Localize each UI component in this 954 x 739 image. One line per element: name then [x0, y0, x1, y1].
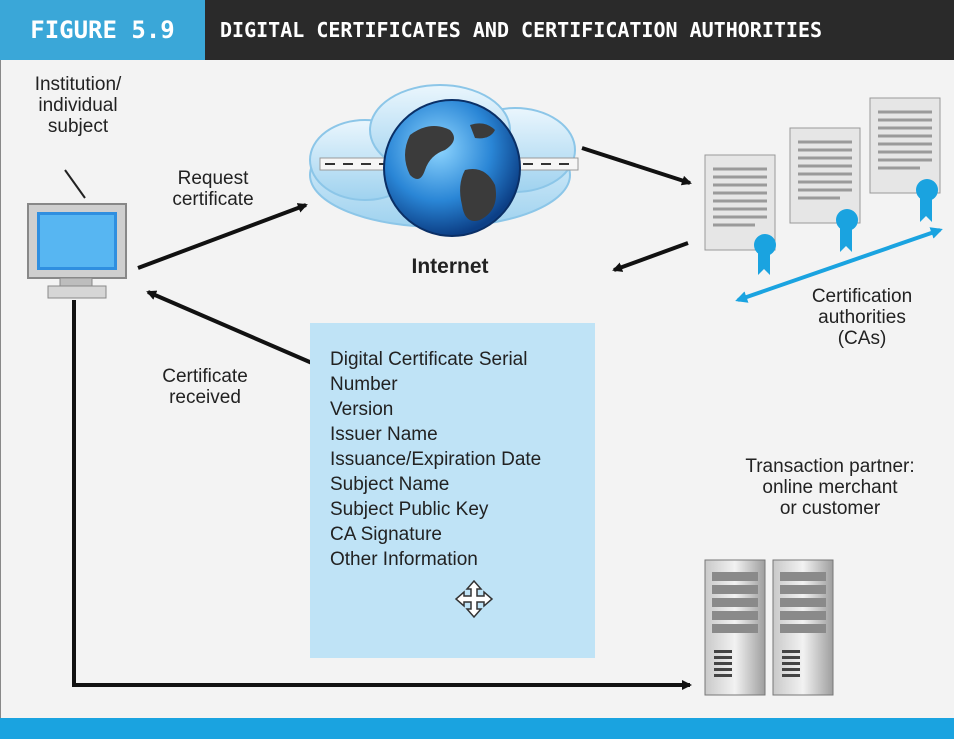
- certificate-field: Version: [330, 399, 394, 420]
- certificate-received-arrow: [146, 290, 313, 365]
- cas-label-line: Certification: [811, 286, 913, 307]
- subject-label: Institution/ individual subject: [8, 74, 148, 137]
- server-icon: [704, 559, 766, 696]
- received-label-line: received: [169, 387, 241, 408]
- request-arrow: [137, 203, 308, 270]
- certificate-icon: [704, 154, 776, 275]
- certificate-icon: [789, 127, 861, 252]
- request-label-line: certificate: [172, 189, 254, 210]
- subject-label-line: subject: [47, 116, 109, 137]
- move-cursor-icon: [454, 579, 494, 619]
- request-label-line: Request: [177, 168, 249, 189]
- certificate-field: Issuer Name: [330, 424, 438, 445]
- server-icon: [772, 559, 834, 696]
- partner-label-line: Transaction partner:: [745, 456, 915, 477]
- figure-number: FIGURE 5.9: [0, 0, 205, 60]
- monitor-icon: [27, 203, 127, 299]
- transaction-partner-label: Transaction partner: online merchant or …: [720, 456, 940, 519]
- globe-cloud-icon: [309, 84, 579, 237]
- subject-label-line: Institution/: [34, 74, 122, 95]
- certificate-field: Digital Certificate Serial Number: [330, 349, 528, 395]
- partner-label-line: or customer: [779, 498, 881, 519]
- internet-label: Internet: [411, 255, 489, 278]
- certificate-field: Issuance/Expiration Date: [330, 449, 542, 470]
- from-ca-arrow: [612, 241, 689, 272]
- figure-title: DIGITAL CERTIFICATES AND CERTIFICATION A…: [220, 18, 823, 42]
- received-label-line: Certificate: [162, 366, 248, 387]
- certificate-icon: [869, 97, 941, 222]
- to-ca-arrow: [581, 146, 692, 186]
- certification-authorities-label: Certification authorities (CAs): [792, 286, 932, 349]
- certificate-field-list: Digital Certificate Serial Number Versio…: [330, 347, 595, 572]
- partner-label-line: online merchant: [762, 477, 898, 498]
- certificate-field: CA Signature: [330, 524, 442, 545]
- certificate-field: Other Information: [330, 549, 478, 570]
- ca-bracket-arrow: [735, 227, 943, 303]
- certificate-field: Subject Name: [330, 474, 450, 495]
- certificate-field: Subject Public Key: [330, 499, 489, 520]
- figure-header: FIGURE 5.9 DIGITAL CERTIFICATES AND CERT…: [0, 0, 954, 60]
- subject-pointer-line: [64, 169, 86, 199]
- cas-label-line: (CAs): [837, 328, 887, 349]
- request-certificate-label: Request certificate: [158, 168, 268, 210]
- to-partner-arrow: [72, 300, 692, 690]
- subject-label-line: individual: [38, 95, 118, 116]
- bottom-accent-bar: [0, 718, 954, 739]
- certificate-info-box: Digital Certificate Serial Number Versio…: [310, 323, 595, 658]
- certificate-received-label: Certificate received: [150, 366, 260, 408]
- cas-label-line: authorities: [818, 307, 906, 328]
